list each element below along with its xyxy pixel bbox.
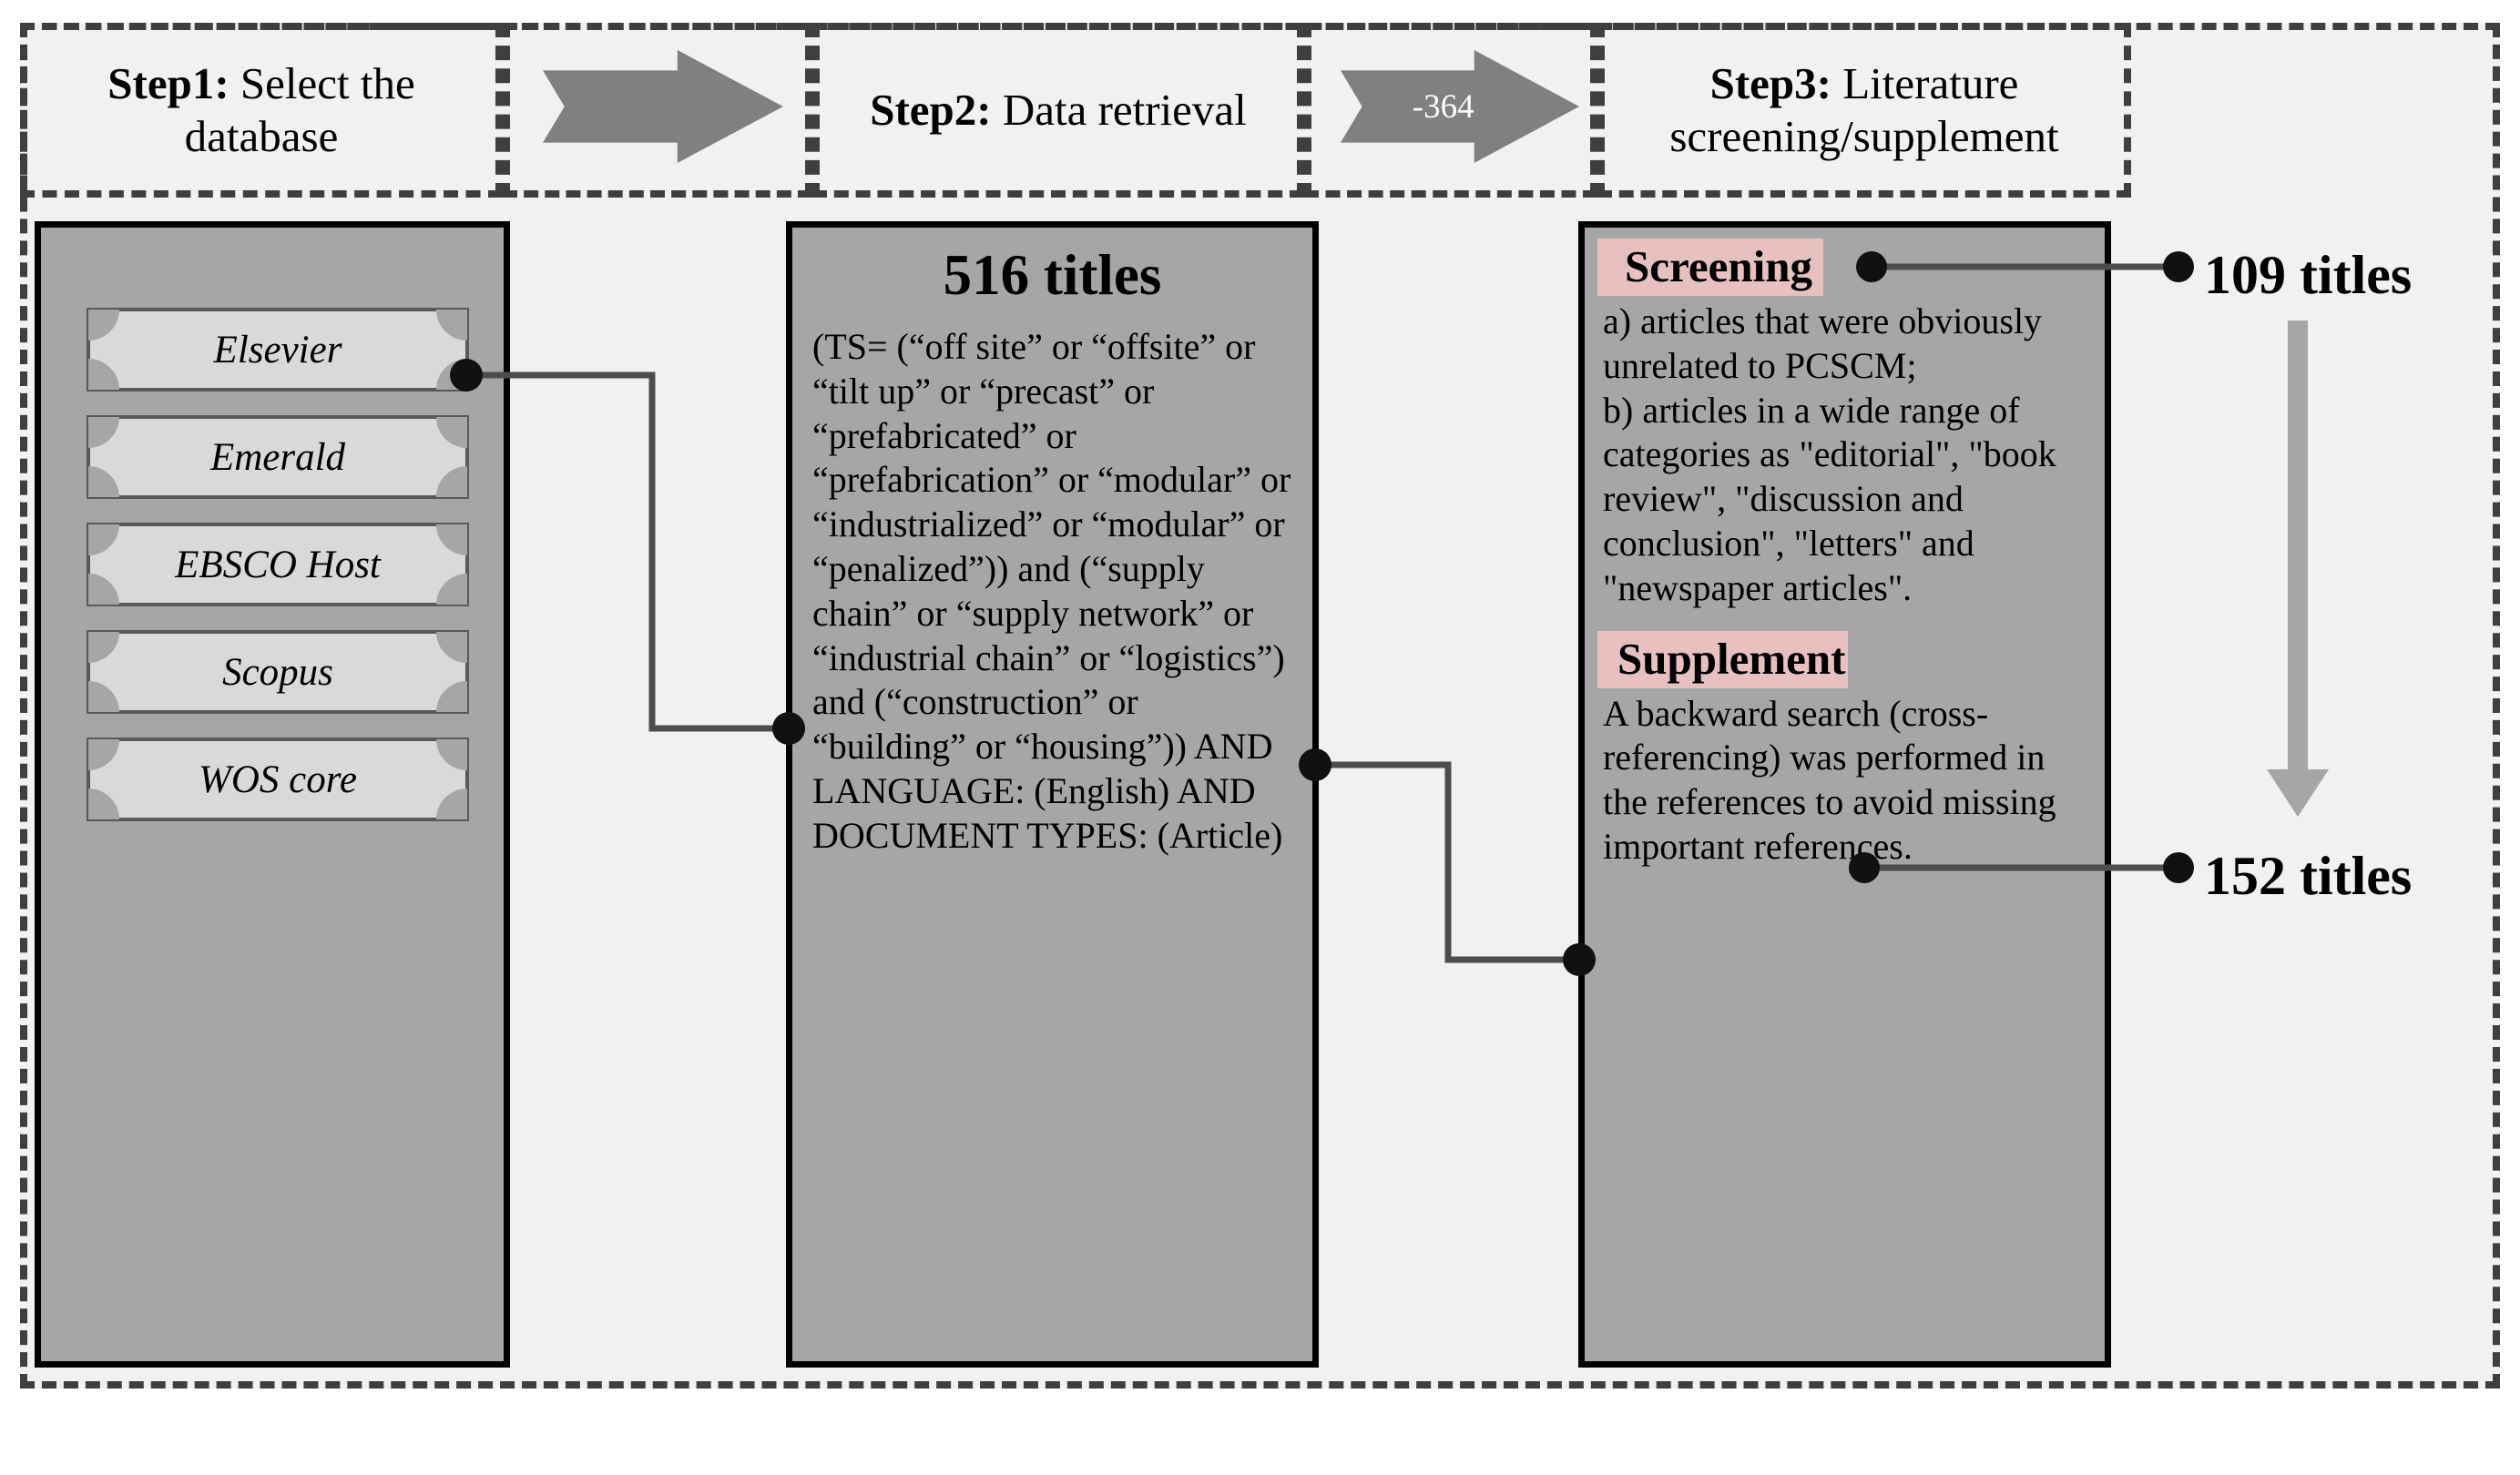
database-label: Emerald — [209, 435, 346, 479]
down-arrow-shaft — [2288, 320, 2308, 776]
arrow2-header-cell — [1304, 23, 1597, 198]
supplement-heading-badge: Supplement — [1597, 630, 1848, 688]
step3-title: Step3: Literature screening/supplement — [1614, 57, 2115, 163]
supplement-description-text: A backward search (cross-referencing) wa… — [1603, 692, 2056, 867]
database-card-ebsco-host[interactable]: EBSCO Host — [87, 523, 469, 606]
screening-box: Screening a) articles that were obviousl… — [1578, 221, 2111, 1368]
database-card-scopus[interactable]: Scopus — [87, 630, 469, 714]
card-corner-cut — [436, 466, 467, 497]
database-card-emerald[interactable]: Emerald — [87, 415, 469, 499]
result-screening-count: 109 titles — [2204, 245, 2413, 305]
down-arrow-head-icon — [2267, 769, 2329, 817]
screening-heading-badge: Screening — [1597, 239, 1823, 296]
arrow2-label: -364 — [1412, 87, 1474, 126]
step1-header-cell: Step1: Select the database — [20, 23, 503, 198]
database-card-wos-core[interactable]: WOS core — [87, 738, 469, 821]
card-corner-cut — [88, 359, 119, 390]
card-corner-cut — [88, 788, 119, 819]
step2-text: Data retrieval — [991, 85, 1247, 136]
retrieval-query-text: (TS= (“off site” or “offsite” or “tilt u… — [812, 326, 1291, 856]
database-list: Elsevier Emerald EBSCO Host Scopus WOS c — [87, 308, 469, 845]
database-label: Scopus — [222, 650, 333, 694]
step3-text: Literature screening/supplement — [1669, 58, 2059, 161]
step3-header-cell: Step3: Literature screening/supplement — [1597, 23, 2131, 198]
retrieval-box: 516 titles (TS= (“off site” or “offsite”… — [786, 221, 1319, 1368]
database-label: EBSCO Host — [175, 543, 381, 586]
step1-text: Select the database — [184, 58, 415, 161]
screening-criteria-text: a) articles that were obviously unrelate… — [1603, 300, 2056, 608]
retrieval-title: 516 titles — [943, 243, 1162, 307]
database-label: WOS core — [199, 758, 357, 801]
database-label: Elsevier — [213, 328, 342, 371]
card-corner-cut — [436, 359, 467, 390]
card-corner-cut — [436, 681, 467, 712]
card-corner-cut — [88, 574, 119, 605]
step3-label: Step3: — [1709, 58, 1831, 109]
step2-label: Step2: — [870, 85, 992, 136]
card-corner-cut — [436, 788, 467, 819]
database-card-elsevier[interactable]: Elsevier — [87, 308, 469, 392]
step2-header-cell: Step2: Data retrieval — [812, 23, 1304, 198]
card-corner-cut — [88, 466, 119, 497]
arrow1-header-cell — [503, 23, 812, 198]
step2-title: Step2: Data retrieval — [870, 84, 1247, 137]
step1-title: Step1: Select the database — [36, 57, 486, 163]
step1-label: Step1: — [107, 58, 230, 109]
card-corner-cut — [88, 681, 119, 712]
database-box: Elsevier Emerald EBSCO Host Scopus WOS c — [35, 221, 510, 1368]
result-supplement-count: 152 titles — [2204, 846, 2413, 906]
card-corner-cut — [436, 574, 467, 605]
